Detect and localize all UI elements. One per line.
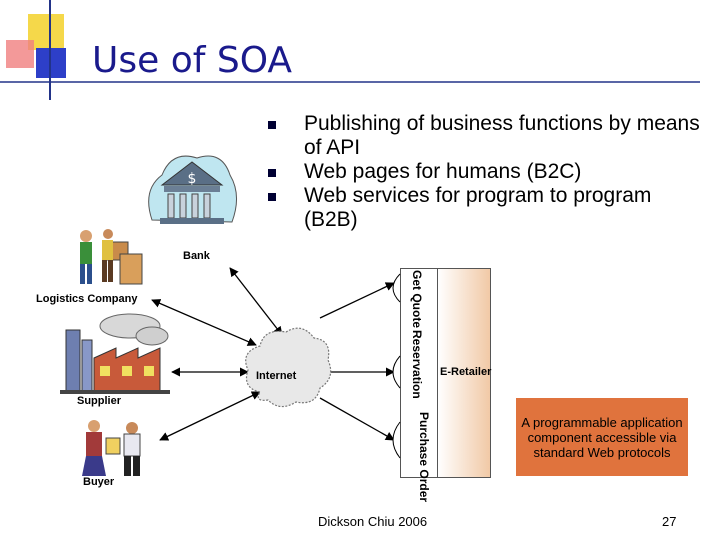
internet-cloud-icon: [245, 327, 332, 408]
e-retailer-label: E-Retailer: [440, 366, 492, 378]
bullet-square-icon: [268, 169, 276, 177]
buyer-people-icon: [82, 420, 141, 476]
title-decoration: [0, 0, 700, 100]
logistics-workers-icon: [80, 229, 143, 285]
svg-text:$: $: [188, 171, 197, 187]
bullet-list: Publishing of business functions by mean…: [260, 112, 700, 232]
internet-label: Internet: [256, 370, 297, 382]
page-number: 27: [662, 514, 677, 529]
bank-label: Bank: [183, 250, 210, 262]
get-quote-service: Get Quote: [410, 270, 424, 329]
buyer-label: Buyer: [83, 476, 115, 488]
service-port-shapes: [392, 273, 401, 459]
bullet-item: Publishing of business functions by mean…: [260, 112, 700, 160]
logistics-label: Logistics Company: [36, 293, 138, 305]
bullet-square-icon: [268, 193, 276, 201]
bullet-item: Web services for program to program (B2B…: [260, 184, 700, 232]
callout-box: A programmable application component acc…: [516, 398, 688, 476]
slide-title: Use of SOA: [92, 40, 293, 81]
bullet-item: Web pages for humans (B2C): [260, 160, 700, 184]
callout-text: A programmable application component acc…: [521, 414, 683, 460]
bullet-square-icon: [268, 121, 276, 129]
reservation-service: Reservation: [410, 330, 424, 399]
e-retailer-box: [437, 268, 491, 478]
purchase-order-service: Purchase Order: [417, 412, 431, 503]
footer-author: Dickson Chiu 2006: [318, 514, 428, 529]
service-interface-column: [400, 268, 438, 478]
supplier-label: Supplier: [77, 395, 122, 407]
bank-building-icon: $: [148, 155, 237, 224]
